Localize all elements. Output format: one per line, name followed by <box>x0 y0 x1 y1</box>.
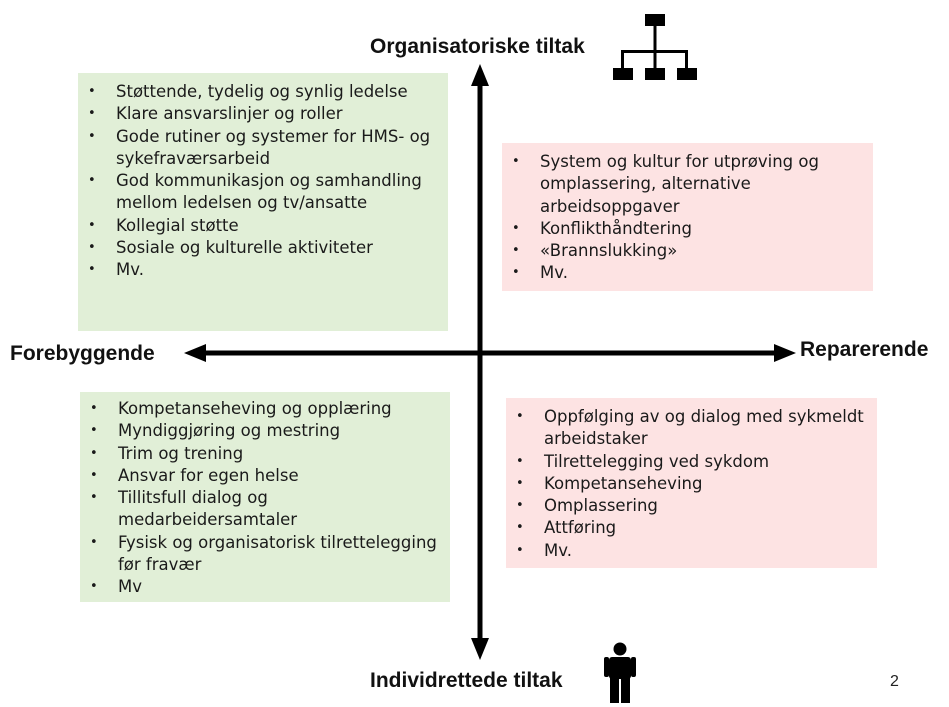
list-item: Kollegial støtte <box>78 215 448 238</box>
horizontal-axis-arrow <box>184 344 796 362</box>
list-item: Mv. <box>502 262 873 285</box>
list-item: «Brannslukking» <box>502 240 873 263</box>
list-item: Kompetanseheving og opplæring <box>80 398 450 421</box>
axis-label-left: Forebyggende <box>10 342 155 365</box>
person-icon <box>604 642 636 703</box>
quadrant-individual-preventive: Kompetanseheving og opplæring Myndiggjør… <box>80 392 450 602</box>
list-item: Oppfølging av og dialog med sykmeldt arb… <box>506 406 877 451</box>
list-item: Attføring <box>506 517 877 540</box>
list-item: Mv. <box>78 259 448 282</box>
list-item: Kompetanseheving <box>506 473 877 496</box>
list-item: Støttende, tydelig og synlig ledelse <box>78 81 448 104</box>
list-item: Gode rutiner og systemer for HMS- og syk… <box>78 126 448 171</box>
list-item: Mv <box>80 576 450 599</box>
list-item: Klare ansvarslinjer og roller <box>78 103 448 126</box>
vertical-axis-arrow <box>471 64 489 660</box>
list-item: Omplassering <box>506 495 877 518</box>
list-item: God kommunikasjon og samhandling mellom … <box>78 170 448 215</box>
list-item: Mv. <box>506 540 877 563</box>
axis-label-bottom: Individrettede tiltak <box>370 669 563 692</box>
list-item: Myndiggjøring og mestring <box>80 420 450 443</box>
axis-label-top: Organisatoriske tiltak <box>370 35 585 58</box>
slide-number: 2 <box>890 673 899 690</box>
quadrant-organisational-repairing: System og kultur for utprøving og omplas… <box>502 143 873 291</box>
quadrant-individual-repairing: Oppfølging av og dialog med sykmeldt arb… <box>506 398 877 568</box>
list-item: Ansvar for egen helse <box>80 465 450 488</box>
list-item: Fysisk og organisatorisk tilrettelegging… <box>80 532 450 577</box>
axis-label-right: Reparerende <box>800 338 929 361</box>
list-item: Tilrettelegging ved sykdom <box>506 451 877 474</box>
list-item: Trim og trening <box>80 443 450 466</box>
list-item: Tillitsfull dialog og medarbeidersamtale… <box>80 487 450 532</box>
quadrant-organisational-preventive: Støttende, tydelig og synlig ledelse Kla… <box>78 73 448 331</box>
org-chart-icon <box>613 14 697 80</box>
list-item: Sosiale og kulturelle aktiviteter <box>78 237 448 260</box>
list-item: Konflikthåndtering <box>502 218 873 241</box>
list-item: System og kultur for utprøving og omplas… <box>502 151 873 218</box>
